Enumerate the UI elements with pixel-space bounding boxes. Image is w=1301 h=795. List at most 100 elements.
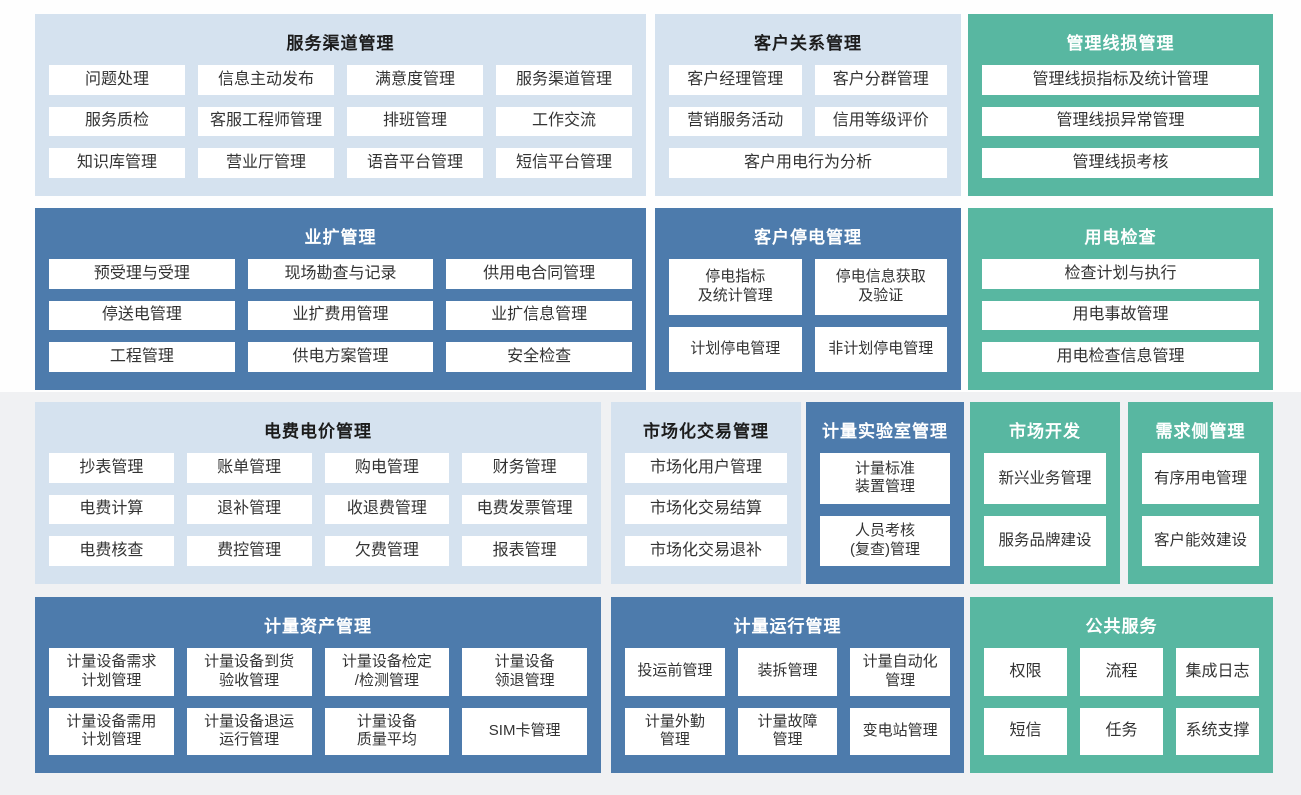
module-item: 服务质检 <box>49 106 185 137</box>
module-item: 报表管理 <box>462 536 587 566</box>
section-business-expansion: 业扩管理预受理与受理现场勘查与记录供用电合同管理停送电管理业扩费用管理业扩信息管… <box>35 208 646 390</box>
module-item: 计量设备需用 计划管理 <box>49 707 174 755</box>
module-item: 非计划停电管理 <box>814 327 947 372</box>
module-item: 抄表管理 <box>49 453 174 483</box>
section-title: 计量运行管理 <box>733 617 842 636</box>
section-items: 计量标准 装置管理人员考核 (复查)管理 <box>806 453 964 584</box>
module-item: 计量故障 管理 <box>737 707 838 755</box>
module-item: 排班管理 <box>347 106 483 137</box>
module-item: 业扩费用管理 <box>247 300 434 331</box>
section-title: 公共服务 <box>1085 617 1158 636</box>
module-item: 集成日志 <box>1176 648 1259 696</box>
section-items: 计量设备需求 计划管理计量设备到货 验收管理计量设备检定 /检测管理计量设备 领… <box>35 648 601 773</box>
section-items: 新兴业务管理服务品牌建设 <box>970 453 1120 584</box>
module-item: 市场化用户管理 <box>625 453 787 483</box>
section-billing: 电费电价管理抄表管理账单管理购电管理财务管理电费计算退补管理收退费管理电费发票管… <box>35 402 601 584</box>
module-item: 新兴业务管理 <box>984 453 1106 504</box>
module-item: 预受理与受理 <box>49 259 235 289</box>
module-item: 计量外勤 管理 <box>625 707 725 755</box>
module-item: 账单管理 <box>186 453 312 483</box>
module-item: 现场勘查与记录 <box>247 259 434 289</box>
section-items: 有序用电管理客户能效建设 <box>1128 453 1273 584</box>
module-item: 有序用电管理 <box>1142 453 1259 504</box>
module-item: 计量设备需求 计划管理 <box>49 648 174 696</box>
module-item: 任务 <box>1080 707 1163 755</box>
module-item: 用电检查信息管理 <box>982 342 1259 372</box>
section-title: 计量实验室管理 <box>822 422 948 441</box>
section-items: 停电指标 及统计管理停电信息获取 及验证计划停电管理非计划停电管理 <box>655 259 961 390</box>
module-item: 计量设备退运 运行管理 <box>186 707 312 755</box>
module-item: 计量标准 装置管理 <box>820 453 950 504</box>
section-title: 服务渠道管理 <box>286 34 395 53</box>
section-items: 管理线损指标及统计管理管理线损异常管理管理线损考核 <box>968 65 1273 196</box>
module-item: 管理线损考核 <box>982 148 1259 178</box>
section-title: 需求侧管理 <box>1155 422 1246 441</box>
section-items: 抄表管理账单管理购电管理财务管理电费计算退补管理收退费管理电费发票管理电费核查费… <box>35 453 601 584</box>
section-items: 客户经理管理客户分群管理营销服务活动信用等级评价客户用电行为分析 <box>655 65 961 196</box>
section-title: 市场化交易管理 <box>643 422 769 441</box>
module-item: 市场化交易退补 <box>625 536 787 566</box>
module-item: 欠费管理 <box>324 536 450 566</box>
section-title: 客户关系管理 <box>754 34 862 53</box>
module-item: 服务品牌建设 <box>984 515 1106 566</box>
module-item: 客户能效建设 <box>1142 515 1259 566</box>
module-item: 装拆管理 <box>737 648 838 696</box>
module-item: 信息主动发布 <box>198 65 334 95</box>
section-market-dev: 市场开发新兴业务管理服务品牌建设 <box>970 402 1120 584</box>
section-title: 用电检查 <box>1084 228 1157 247</box>
section-items: 检查计划与执行用电事故管理用电检查信息管理 <box>968 259 1273 390</box>
section-outage: 客户停电管理停电指标 及统计管理停电信息获取 及验证计划停电管理非计划停电管理 <box>655 208 961 390</box>
module-item: 购电管理 <box>324 453 450 483</box>
section-customer-relation: 客户关系管理客户经理管理客户分群管理营销服务活动信用等级评价客户用电行为分析 <box>655 14 961 196</box>
section-service-channel: 服务渠道管理问题处理信息主动发布满意度管理服务渠道管理服务质检客服工程师管理排班… <box>35 14 646 196</box>
section-metering-operation: 计量运行管理投运前管理装拆管理计量自动化 管理计量外勤 管理计量故障 管理变电站… <box>611 597 964 773</box>
section-title: 管理线损管理 <box>1066 34 1175 53</box>
module-item: 供用电合同管理 <box>446 259 632 289</box>
module-item: 语音平台管理 <box>347 148 483 178</box>
module-item: 安全检查 <box>446 342 632 372</box>
module-item: 用电事故管理 <box>982 300 1259 331</box>
module-item: 计量设备检定 /检测管理 <box>324 648 450 696</box>
module-item: 管理线损异常管理 <box>982 106 1259 137</box>
module-item: SIM卡管理 <box>462 707 587 755</box>
module-item: 停电指标 及统计管理 <box>669 259 802 316</box>
section-title: 计量资产管理 <box>264 617 372 636</box>
module-item: 管理线损指标及统计管理 <box>982 65 1259 95</box>
section-public-service: 公共服务权限流程集成日志短信任务系统支撑 <box>970 597 1273 773</box>
module-item: 客户用电行为分析 <box>669 148 947 178</box>
module-item: 短信平台管理 <box>496 148 632 178</box>
module-item: 变电站管理 <box>850 707 950 755</box>
section-title: 业扩管理 <box>304 228 377 247</box>
module-item: 短信 <box>984 707 1067 755</box>
section-inspection: 用电检查检查计划与执行用电事故管理用电检查信息管理 <box>968 208 1273 390</box>
module-item: 停电信息获取 及验证 <box>814 259 947 316</box>
section-items: 投运前管理装拆管理计量自动化 管理计量外勤 管理计量故障 管理变电站管理 <box>611 648 964 773</box>
module-item: 投运前管理 <box>625 648 725 696</box>
module-item: 客户经理管理 <box>669 65 802 95</box>
section-title: 客户停电管理 <box>754 228 862 247</box>
module-item: 财务管理 <box>462 453 587 483</box>
module-item: 计量设备 质量平均 <box>324 707 450 755</box>
module-item: 知识库管理 <box>49 148 185 178</box>
module-item: 客服工程师管理 <box>198 106 334 137</box>
section-metering-asset: 计量资产管理计量设备需求 计划管理计量设备到货 验收管理计量设备检定 /检测管理… <box>35 597 601 773</box>
module-item: 收退费管理 <box>324 494 450 525</box>
section-metering-lab: 计量实验室管理计量标准 装置管理人员考核 (复查)管理 <box>806 402 964 584</box>
module-item: 供电方案管理 <box>247 342 434 372</box>
section-demand-side: 需求侧管理有序用电管理客户能效建设 <box>1128 402 1273 584</box>
module-item: 业扩信息管理 <box>446 300 632 331</box>
module-item: 计量设备 领退管理 <box>462 648 587 696</box>
module-item: 客户分群管理 <box>814 65 947 95</box>
module-item: 计量设备到货 验收管理 <box>186 648 312 696</box>
module-item: 信用等级评价 <box>814 106 947 137</box>
module-item: 满意度管理 <box>347 65 483 95</box>
section-items: 市场化用户管理市场化交易结算市场化交易退补 <box>611 453 801 584</box>
module-item: 工作交流 <box>496 106 632 137</box>
module-item: 工程管理 <box>49 342 235 372</box>
module-item: 电费发票管理 <box>462 494 587 525</box>
module-item: 费控管理 <box>186 536 312 566</box>
module-item: 问题处理 <box>49 65 185 95</box>
module-item: 流程 <box>1080 648 1163 696</box>
section-line-loss: 管理线损管理管理线损指标及统计管理管理线损异常管理管理线损考核 <box>968 14 1273 196</box>
module-item: 市场化交易结算 <box>625 494 787 525</box>
